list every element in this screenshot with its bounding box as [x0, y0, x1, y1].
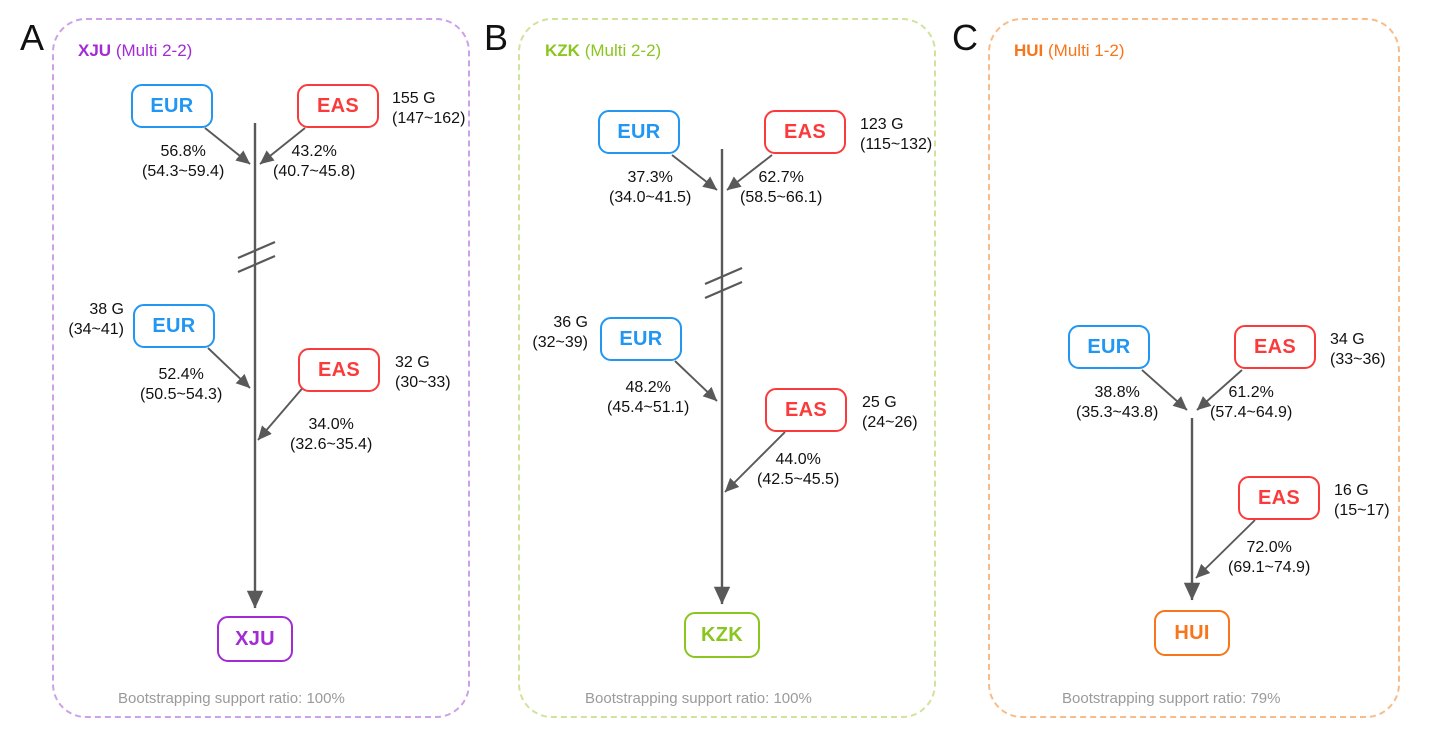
panel-c-tier1-eur-node[interactable]: EUR: [1068, 325, 1150, 369]
panel-b-tier2-left-date: 36 G (32~39): [526, 313, 588, 352]
panel-b-tier1-left-pct-value: 37.3%: [627, 169, 673, 186]
panel-a-tier1-date-ci: (147~162): [392, 109, 466, 127]
panel-b-tier2-eur-node[interactable]: EUR: [600, 317, 682, 361]
panel-b-tier2-right-date-ci: (24~26): [862, 413, 918, 431]
panel-c-tier1-right-pct-value: 61.2%: [1228, 384, 1274, 401]
panel-a-tier2-right-date-ci: (30~33): [395, 373, 451, 391]
panel-c-model-label: (Multi 1-2): [1048, 41, 1125, 60]
panel-a-tier2-left-date-value: 38 G: [89, 301, 124, 318]
panel-b-tier2-left-date-value: 36 G: [553, 314, 588, 331]
panel-c-tier1-eas-node[interactable]: EAS: [1234, 325, 1316, 369]
panel-b-title: KZK (Multi 2-2): [545, 42, 661, 59]
panel-c-tier2-eas-node[interactable]: EAS: [1238, 476, 1320, 520]
panel-b-tier1-eas-node[interactable]: EAS: [764, 110, 846, 154]
panel-b-tier1-date-ci: (115~132): [860, 135, 933, 153]
panel-a-tier2-right-date: 32 G (30~33): [395, 353, 451, 392]
panel-b-footer: Bootstrapping support ratio: 100%: [585, 690, 812, 707]
panel-a-tier1-right-pct-ci: (40.7~45.8): [273, 162, 356, 180]
panel-a-title: XJU (Multi 2-2): [78, 42, 192, 59]
panel-b-tier2-right-date: 25 G (24~26): [862, 393, 918, 432]
panel-b-tier2-right-date-value: 25 G: [862, 394, 897, 411]
panel-b-tier1-left-pct: 37.3% (34.0~41.5): [609, 168, 691, 207]
panel-b-model-label: (Multi 2-2): [584, 41, 662, 60]
panel-a-tier2-left-date: 38 G (34~41): [62, 300, 124, 339]
panel-a-tier1-left-pct-value: 56.8%: [160, 143, 206, 160]
panel-a-tier2-left-date-ci: (34~41): [68, 320, 124, 338]
panel-b-target-node[interactable]: KZK: [684, 612, 760, 658]
panel-c-tier1-right-pct-ci: (57.4~64.9): [1210, 403, 1293, 421]
panel-a-tier1-date-value: 155 G: [392, 90, 436, 107]
panel-a-tier2-right-pct: 34.0% (32.6~35.4): [290, 415, 372, 454]
panel-b-tier1-date-value: 123 G: [860, 116, 904, 133]
panel-c-tier2-right-date-value: 16 G: [1334, 482, 1369, 499]
panel-b-tier1-right-pct-value: 62.7%: [758, 169, 804, 186]
panel-a-letter: A: [20, 17, 45, 58]
panel-a-tier1-left-pct: 56.8% (54.3~59.4): [142, 142, 224, 181]
panel-c: [988, 18, 1400, 718]
panel-a-tier2-left-pct-value: 52.4%: [158, 366, 204, 383]
panel-b-tier2-left-pct-value: 48.2%: [625, 379, 671, 396]
panel-c-title: HUI (Multi 1-2): [1014, 42, 1125, 59]
panel-c-tier1-right-pct: 61.2% (57.4~64.9): [1210, 383, 1292, 422]
panel-c-tier1-date-value: 34 G: [1330, 331, 1365, 348]
panel-c-footer: Bootstrapping support ratio: 79%: [1062, 690, 1281, 707]
panel-a-tier1-eas-node[interactable]: EAS: [297, 84, 379, 128]
panel-a-tier2-right-pct-ci: (32.6~35.4): [290, 435, 373, 453]
panel-a-tier2-right-date-value: 32 G: [395, 354, 430, 371]
panel-b-tier1-left-pct-ci: (34.0~41.5): [609, 188, 692, 206]
panel-c-tier1-left-pct-value: 38.8%: [1094, 384, 1140, 401]
panel-a-target-label: XJU: [78, 41, 112, 60]
panel-c-letter: C: [952, 17, 978, 58]
panel-b-tier1-eur-node[interactable]: EUR: [598, 110, 680, 154]
panel-c-tier2-right-date: 16 G (15~17): [1334, 481, 1390, 520]
panel-a-target-node[interactable]: XJU: [217, 616, 293, 662]
panel-b: [518, 18, 936, 718]
panel-b-tier2-left-pct: 48.2% (45.4~51.1): [607, 378, 689, 417]
panel-a: [52, 18, 470, 718]
panel-c-tier2-right-pct-ci: (69.1~74.9): [1228, 558, 1311, 576]
panel-a-tier1-eur-node[interactable]: EUR: [131, 84, 213, 128]
panel-a-tier1-left-pct-ci: (54.3~59.4): [142, 162, 225, 180]
panel-a-tier1-right-pct-value: 43.2%: [291, 143, 337, 160]
panel-b-target-label: KZK: [545, 41, 580, 60]
panel-a-tier2-right-pct-value: 34.0%: [308, 416, 354, 433]
panel-c-tier2-right-date-ci: (15~17): [1334, 501, 1390, 519]
panel-b-tier1-right-pct: 62.7% (58.5~66.1): [740, 168, 822, 207]
panel-b-tier2-left-date-ci: (32~39): [532, 333, 588, 351]
panel-c-target-label: HUI: [1014, 41, 1044, 60]
panel-c-tier2-right-pct-value: 72.0%: [1246, 539, 1292, 556]
panel-a-tier1-right-pct: 43.2% (40.7~45.8): [273, 142, 355, 181]
panel-c-target-node[interactable]: HUI: [1154, 610, 1230, 656]
panel-b-tier1-date: 123 G (115~132): [860, 115, 932, 154]
panel-a-model-label: (Multi 2-2): [115, 41, 193, 60]
panel-b-tier2-right-pct-ci: (42.5~45.5): [757, 470, 840, 488]
panel-c-tier1-left-pct: 38.8% (35.3~43.8): [1076, 383, 1158, 422]
panel-a-tier1-date: 155 G (147~162): [392, 89, 465, 128]
panel-a-footer: Bootstrapping support ratio: 100%: [118, 690, 345, 707]
panel-b-tier2-right-pct: 44.0% (42.5~45.5): [757, 450, 839, 489]
panel-a-tier2-left-pct: 52.4% (50.5~54.3): [140, 365, 222, 404]
panel-a-tier2-eas-node[interactable]: EAS: [298, 348, 380, 392]
panel-b-tier2-left-pct-ci: (45.4~51.1): [607, 398, 690, 416]
panel-b-tier1-right-pct-ci: (58.5~66.1): [740, 188, 823, 206]
panel-b-letter: B: [484, 17, 509, 58]
panel-c-tier1-left-pct-ci: (35.3~43.8): [1076, 403, 1159, 421]
panel-b-tier2-eas-node[interactable]: EAS: [765, 388, 847, 432]
panel-c-tier2-right-pct: 72.0% (69.1~74.9): [1228, 538, 1310, 577]
panel-a-tier2-eur-node[interactable]: EUR: [133, 304, 215, 348]
panel-b-tier2-right-pct-value: 44.0%: [775, 451, 821, 468]
panel-a-tier2-left-pct-ci: (50.5~54.3): [140, 385, 223, 403]
panel-c-tier1-date-ci: (33~36): [1330, 350, 1386, 368]
panel-c-tier1-date: 34 G (33~36): [1330, 330, 1386, 369]
